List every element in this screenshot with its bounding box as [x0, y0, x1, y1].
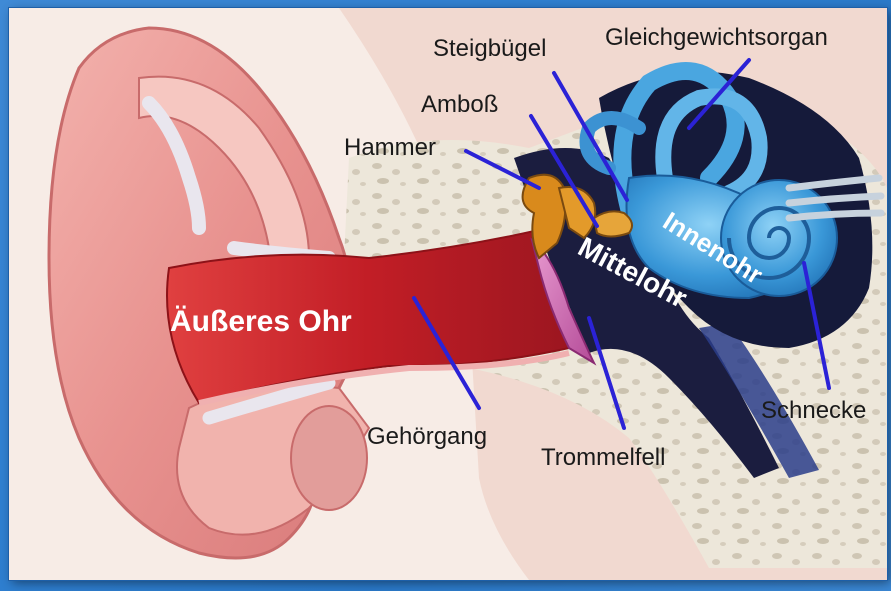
- tragus: [291, 406, 367, 510]
- label-gleichgewichtsorgan: Gleichgewichtsorgan: [605, 24, 828, 51]
- ear-illustration: Steigbügel Gleichgewichtsorgan Amboß Ham…: [9, 8, 887, 580]
- ear-anatomy-diagram: Steigbügel Gleichgewichtsorgan Amboß Ham…: [9, 8, 887, 580]
- stapes: [594, 211, 632, 236]
- label-gehoergang: Gehörgang: [367, 423, 487, 450]
- label-aeusseres-ohr: Äußeres Ohr: [170, 305, 352, 338]
- label-hammer: Hammer: [344, 134, 436, 161]
- label-schnecke: Schnecke: [761, 397, 866, 424]
- label-amboss: Amboß: [421, 91, 498, 118]
- label-steigbuegel: Steigbügel: [433, 35, 546, 62]
- label-trommelfell: Trommelfell: [541, 444, 665, 471]
